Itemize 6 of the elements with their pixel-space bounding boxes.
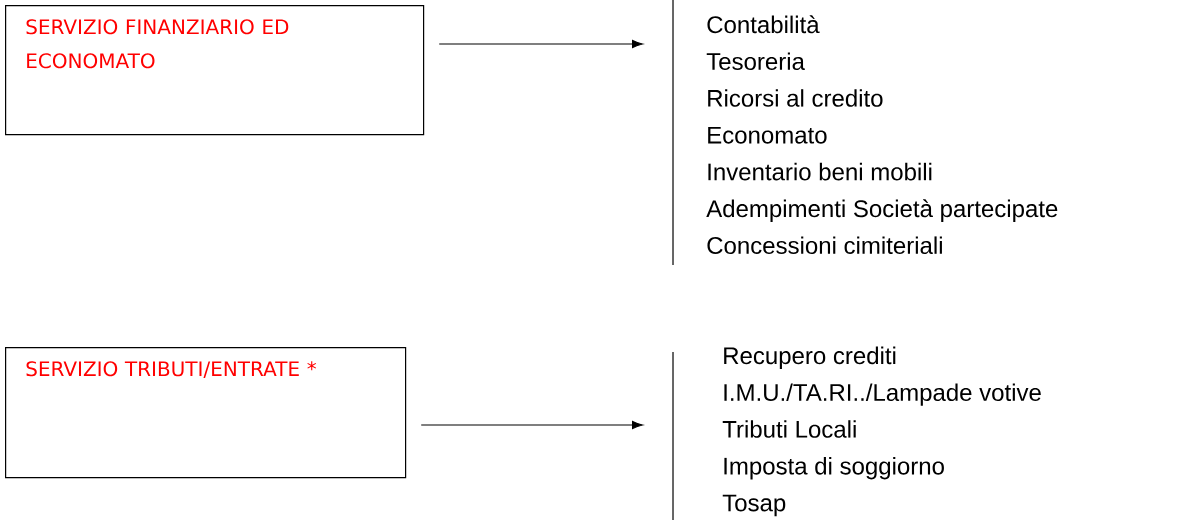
arrow (420, 420, 643, 430)
task-list: Recupero crediti I.M.U./TA.RI../Lampade votive Tributi Locali Imposta di soggiorno Tosap (672, 346, 1041, 521)
task-list: Contabilità Tesoreria Ricorsi al credito Economato Inventario beni mobili Adempimenti Società partecipate Concessioni cimiteriali (672, 0, 1058, 266)
arrow (438, 39, 643, 49)
service-box: SERVIZIO TRIBUTI/ENTRATE * (5, 347, 407, 479)
service-box: SERVIZIO FINANZIARIO ED ECONOMATO (5, 5, 425, 136)
